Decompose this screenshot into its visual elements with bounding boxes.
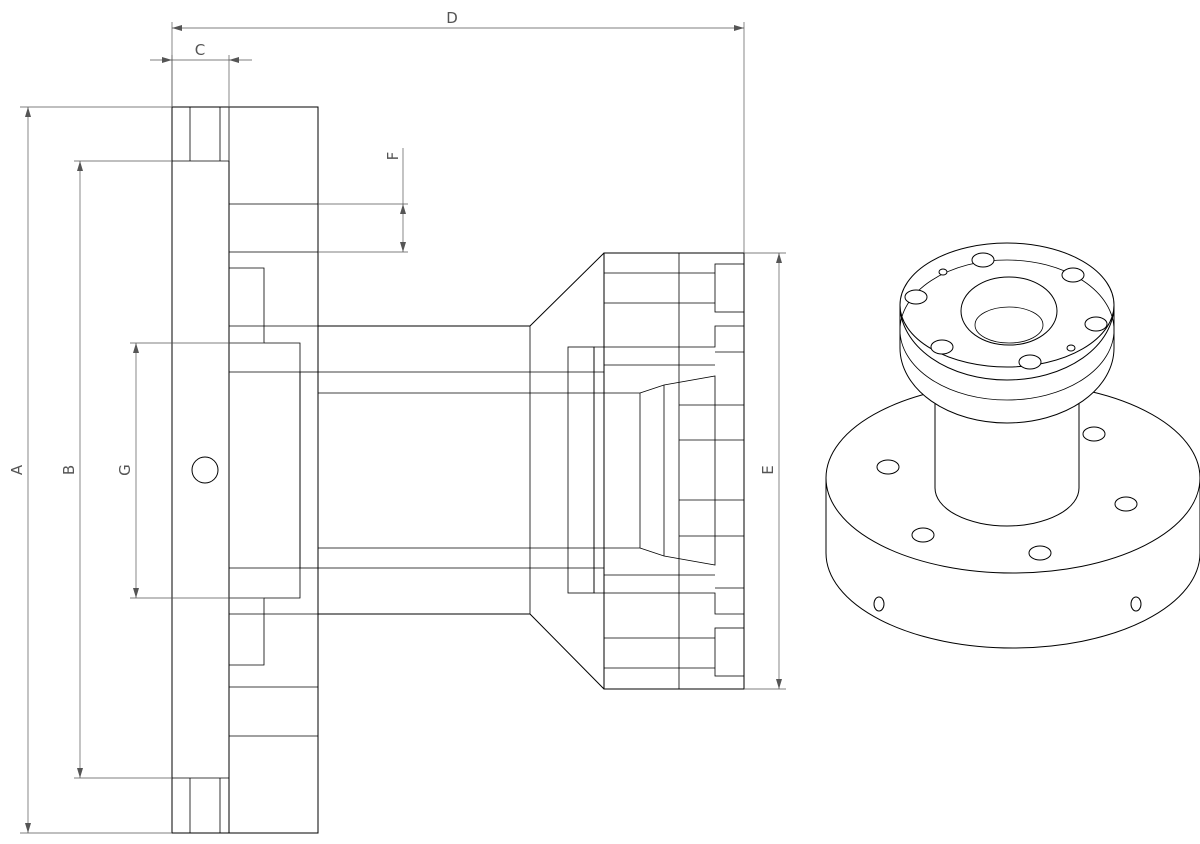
dim-label-a: A	[8, 464, 26, 475]
iso-bolt-hole-icon	[971, 252, 995, 268]
iso-bolt-hole-icon	[904, 289, 928, 305]
dimension-lines	[20, 22, 786, 834]
iso-hole-icon	[1028, 545, 1052, 561]
iso-bolt-hole-icon	[1084, 316, 1108, 332]
iso-bolt-hole-icon	[1061, 267, 1085, 283]
small-flange	[567, 252, 745, 690]
iso-top-flange	[899, 242, 1115, 424]
iso-hole-icon	[911, 527, 935, 543]
isometric-view	[825, 242, 1200, 649]
dim-label-c: C	[195, 41, 205, 59]
large-flange	[171, 106, 319, 834]
dim-label-d: D	[446, 9, 458, 27]
dim-label-g: G	[116, 464, 134, 476]
iso-side-hole-icon	[873, 596, 885, 612]
iso-hole-icon	[876, 459, 900, 475]
iso-neck	[934, 399, 1080, 527]
dim-label-e: E	[759, 465, 777, 474]
iso-pin-hole-icon	[1066, 344, 1076, 352]
iso-hole-icon	[1114, 496, 1138, 512]
iso-bore-icon	[960, 276, 1058, 346]
iso-bolt-hole-icon	[1018, 354, 1042, 370]
iso-bolt-hole-icon	[930, 339, 954, 355]
iso-side-hole-icon	[1130, 596, 1142, 612]
iso-pin-hole-icon	[938, 268, 948, 276]
side-view	[171, 106, 745, 834]
dimension-labels: D C A B G F E	[8, 9, 777, 476]
iso-hole-icon	[1082, 426, 1106, 442]
neck	[318, 252, 605, 690]
dim-label-f: F	[384, 152, 402, 161]
radial-hole-icon	[191, 456, 219, 484]
dim-label-b: B	[60, 465, 78, 475]
